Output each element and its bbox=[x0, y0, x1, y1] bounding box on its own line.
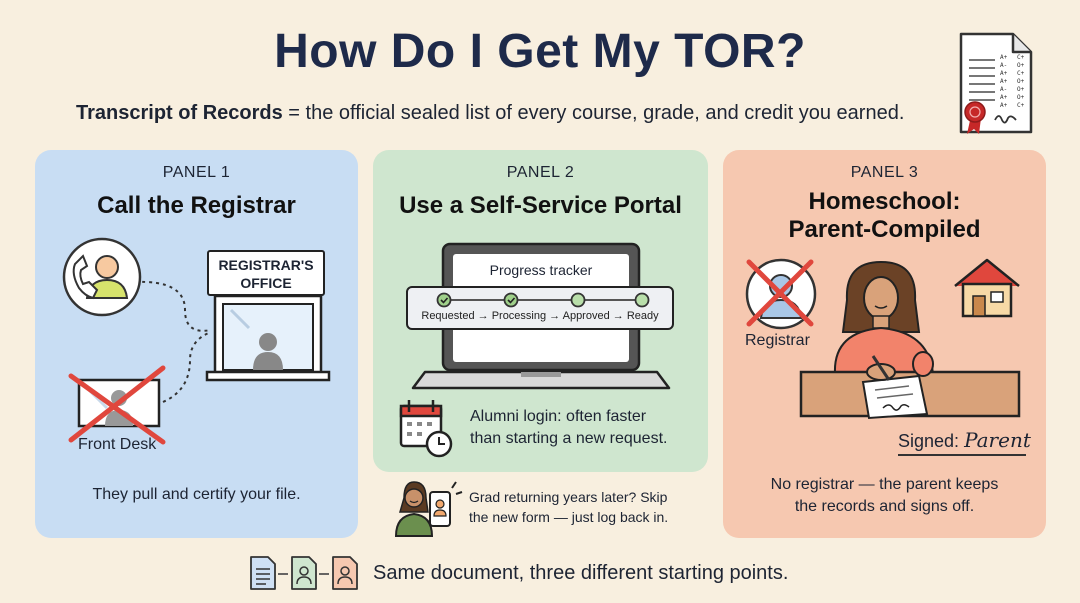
parent-signature: Signed: Parent bbox=[898, 428, 1031, 452]
grade-5: C+ bbox=[1017, 70, 1025, 77]
office-sign-line-1: REGISTRAR'S bbox=[218, 257, 314, 273]
panel-3-title-line-2: Parent-Compiled bbox=[788, 216, 981, 243]
panel-2-title: Use a Self-Service Portal bbox=[399, 192, 682, 219]
footer-summary: Same document, three different starting … bbox=[373, 562, 789, 584]
progress-step-markers bbox=[436, 292, 650, 308]
crossed-desk-icon bbox=[68, 365, 166, 445]
panel-3-caption-line-2: the records and signs off. bbox=[794, 498, 975, 515]
alumni-note-line-2: than starting a new request. bbox=[470, 430, 668, 447]
grad-note-line-1: Grad returning years later? Skip bbox=[469, 489, 668, 505]
grade-7: O+ bbox=[1017, 78, 1025, 85]
parent-writing-icon bbox=[799, 260, 1021, 420]
grade-13: C+ bbox=[1017, 102, 1025, 109]
progress-step-labels: Requested → Processing → Approved → Read… bbox=[421, 310, 659, 322]
grade-1: C+ bbox=[1017, 54, 1025, 61]
panel-1-title: Call the Registrar bbox=[97, 192, 296, 219]
blue-document-icon bbox=[250, 556, 276, 590]
grade-10: A+ bbox=[1000, 94, 1008, 101]
panel-3-caption-line-1: No registrar — the parent keeps bbox=[770, 476, 999, 493]
crossed-person-icon bbox=[745, 258, 817, 330]
document-icon: A+ C+ A- O+ A+ C+ A+ O+ A- O+ A+ O+ A+ C… bbox=[959, 32, 1033, 134]
signed-label: Signed: bbox=[898, 431, 965, 451]
calendar-clock-icon bbox=[399, 400, 453, 458]
green-document-icon bbox=[291, 556, 317, 590]
progress-tracker: Requested → Processing → Approved → Read… bbox=[406, 286, 674, 330]
grade-6: A+ bbox=[1000, 78, 1008, 85]
grade-0: A+ bbox=[1000, 54, 1008, 61]
panel-3-label: PANEL 3 bbox=[850, 164, 919, 181]
signature-line bbox=[898, 454, 1026, 456]
grade-4: A+ bbox=[1000, 70, 1008, 77]
panel-1-illustration bbox=[62, 237, 331, 445]
grade-8: A- bbox=[1000, 86, 1007, 93]
progress-tracker-title: Progress tracker bbox=[489, 262, 593, 278]
registrar-window-icon bbox=[205, 294, 331, 382]
panel-3-caption: No registrar — the parent keeps the reco… bbox=[723, 474, 1046, 518]
panel-self-service-portal: PANEL 2 Use a Self-Service Portal Progre… bbox=[373, 150, 708, 472]
page-title: How Do I Get My TOR? bbox=[274, 25, 806, 78]
panel-1-caption: They pull and certify your file. bbox=[92, 486, 301, 503]
panel-3-title-line-1: Homeschool: bbox=[808, 188, 961, 215]
grade-9: O+ bbox=[1017, 86, 1025, 93]
registrar-office-sign: REGISTRAR'S OFFICE bbox=[207, 250, 325, 296]
front-desk-label: Front Desk bbox=[78, 436, 157, 453]
orange-document-icon bbox=[332, 556, 358, 590]
registrar-label: Registrar bbox=[745, 332, 810, 349]
page-subtitle: Transcript of Records = the official sea… bbox=[76, 102, 904, 125]
panel-homeschool: PANEL 3 Homeschool: Parent-Compiled bbox=[723, 150, 1046, 538]
grad-returning-note: Grad returning years later? Skip the new… bbox=[469, 487, 668, 527]
phone-person-icon bbox=[62, 237, 142, 317]
office-sign-line-2: OFFICE bbox=[240, 275, 292, 291]
alumni-note-line-1: Alumni login: often faster bbox=[470, 408, 647, 425]
graduate-phone-icon bbox=[394, 481, 463, 537]
grad-note-line-2: the new form — just log back in. bbox=[469, 509, 669, 525]
signed-name: Parent bbox=[964, 428, 1031, 452]
panel-1-label: PANEL 1 bbox=[162, 164, 231, 181]
subtitle-definition: = the official sealed list of every cour… bbox=[282, 102, 905, 124]
subtitle-term: Transcript of Records bbox=[76, 102, 283, 124]
grade-2: A- bbox=[1000, 62, 1007, 69]
alumni-login-note: Alumni login: often faster than starting… bbox=[470, 406, 667, 450]
panel-2-label: PANEL 2 bbox=[506, 164, 575, 181]
grade-3: O+ bbox=[1017, 62, 1025, 69]
house-icon bbox=[954, 258, 1020, 318]
panel-3-title: Homeschool: Parent-Compiled bbox=[723, 188, 1046, 244]
grade-11: O+ bbox=[1017, 94, 1025, 101]
grade-12: A+ bbox=[1000, 102, 1008, 109]
footer-document-icons bbox=[250, 556, 358, 590]
panel-call-registrar: PANEL 1 Call the Registrar bbox=[35, 150, 358, 538]
panel-3-illustration bbox=[745, 258, 1021, 420]
